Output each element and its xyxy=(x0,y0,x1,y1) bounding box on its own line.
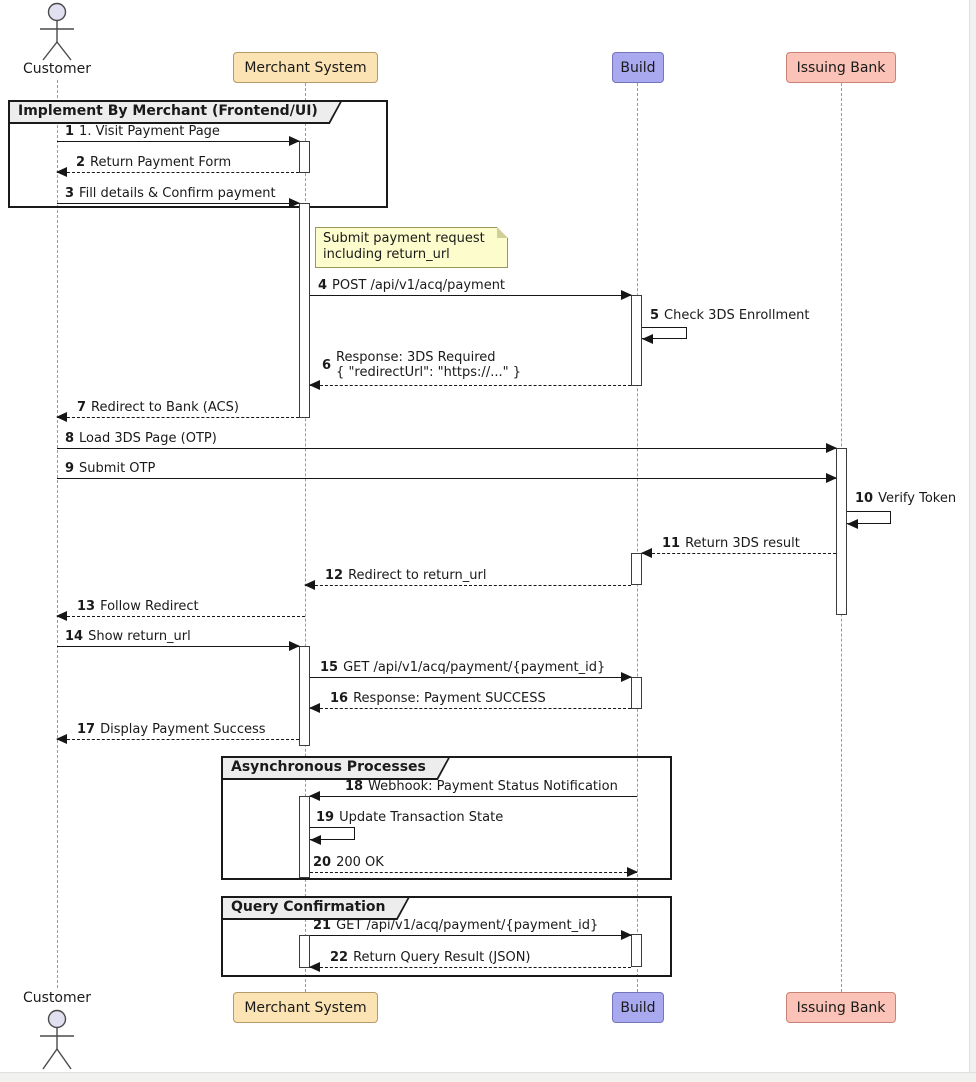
participant-issuing-bank-top: Issuing Bank xyxy=(786,52,896,83)
message-6-label: 6 Response: 3DS Required{ "redirectUrl":… xyxy=(322,350,521,380)
message-13-arrow xyxy=(56,611,305,622)
message-22-arrow xyxy=(309,962,631,973)
lifeline-customer xyxy=(57,80,58,988)
arrowhead-right xyxy=(621,930,632,941)
lifeline-build xyxy=(637,83,638,992)
arrowhead-left xyxy=(56,412,67,423)
frame-asynchronous-processes-label: Asynchronous Processes xyxy=(221,756,451,780)
arrowhead-left xyxy=(309,703,320,714)
activation-build-2 xyxy=(631,553,642,585)
activation-build-3 xyxy=(631,677,642,709)
message-5-self-arrow xyxy=(642,327,687,344)
arrowhead-right xyxy=(289,136,300,147)
activation-build-1 xyxy=(631,295,642,386)
arrowhead-right xyxy=(621,672,632,683)
participant-issuing-bank-bottom: Issuing Bank xyxy=(786,992,896,1023)
activation-merchant-4 xyxy=(299,796,310,878)
participant-customer-bottom: Customer xyxy=(22,990,91,1006)
arrowhead-right xyxy=(621,290,632,301)
message-16-arrow xyxy=(309,703,631,714)
lifeline-merchant-system xyxy=(305,83,306,992)
arrowhead-left xyxy=(309,962,320,973)
activation-merchant-3 xyxy=(299,646,310,746)
participant-build-top: Build xyxy=(612,52,664,83)
activation-merchant-1 xyxy=(299,141,310,173)
message-12-arrow xyxy=(304,580,631,591)
participant-merchant-system-bottom: Merchant System xyxy=(233,992,378,1023)
frame-asynchronous-processes: Asynchronous Processes xyxy=(221,756,672,880)
arrowhead-left xyxy=(309,380,320,391)
arrowhead-right xyxy=(627,867,638,878)
activation-build-4 xyxy=(631,934,642,967)
message-9-arrow xyxy=(57,473,837,484)
note-submit-payment-request: Submit payment request including return_… xyxy=(315,227,508,268)
frame-query-confirmation: Query Confirmation xyxy=(221,896,672,977)
message-1-arrow xyxy=(57,136,300,147)
message-14-arrow xyxy=(57,641,300,652)
message-18-arrow xyxy=(309,791,637,802)
arrowhead-right xyxy=(289,198,300,209)
participant-build-bottom: Build xyxy=(612,992,664,1023)
arrowhead-left xyxy=(641,548,652,559)
activation-bank-1 xyxy=(836,448,847,615)
message-8-arrow xyxy=(57,443,837,454)
arrowhead-left xyxy=(56,167,67,178)
message-21-arrow xyxy=(310,930,632,941)
arrowhead-right xyxy=(289,641,300,652)
message-3-arrow xyxy=(57,198,300,209)
participant-customer-top: Customer xyxy=(22,61,91,77)
arrowhead-left xyxy=(304,580,315,591)
frame-implement-by-merchant: Implement By Merchant (Frontend/UI) xyxy=(8,100,388,208)
activation-merchant-5 xyxy=(299,935,310,968)
message-4-arrow xyxy=(310,290,632,301)
arrowhead-left xyxy=(56,611,67,622)
message-20-arrow xyxy=(310,867,638,878)
message-11-arrow xyxy=(641,548,836,559)
actor-customer-icon-bottom xyxy=(40,1009,74,1070)
frame-implement-by-merchant-label: Implement By Merchant (Frontend/UI) xyxy=(8,100,343,124)
arrowhead-left xyxy=(309,791,320,802)
arrowhead-right xyxy=(826,443,837,454)
message-19-self-arrow xyxy=(310,827,355,845)
actor-customer-icon-top xyxy=(40,2,74,61)
arrowhead-right xyxy=(826,473,837,484)
message-2-arrow xyxy=(56,167,299,178)
frame-query-confirmation-label: Query Confirmation xyxy=(221,896,411,920)
arrowhead-left xyxy=(56,734,67,745)
message-17-arrow xyxy=(56,734,299,745)
page-edge-bottom xyxy=(0,1072,976,1082)
message-7-arrow xyxy=(56,412,299,423)
message-15-arrow xyxy=(310,672,632,683)
participant-merchant-system-top: Merchant System xyxy=(233,52,378,83)
activation-merchant-2 xyxy=(299,203,310,418)
page-edge-right xyxy=(969,0,976,1082)
message-10-self-arrow xyxy=(847,511,891,529)
message-6-arrow xyxy=(309,380,631,391)
